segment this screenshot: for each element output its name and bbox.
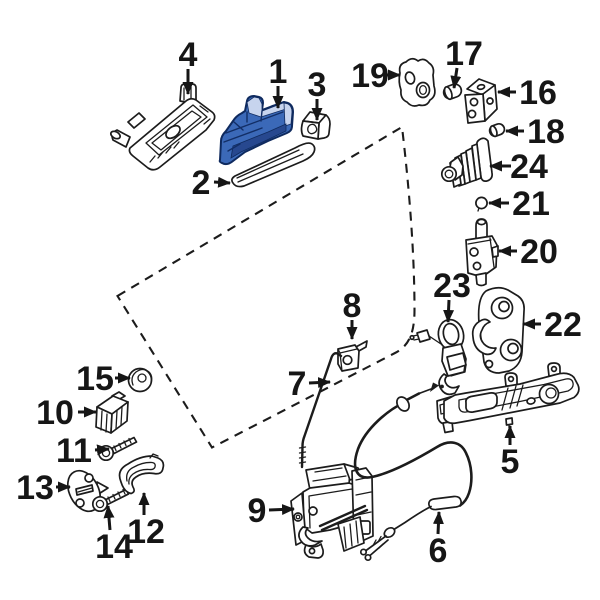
callout-6: 6 (429, 511, 448, 570)
part-17-bushing (442, 83, 463, 101)
callout-18: 18 (505, 113, 565, 151)
callout-21-label: 21 (512, 185, 550, 223)
callout-20: 20 (498, 233, 558, 271)
callout-8-label: 8 (343, 287, 362, 325)
callout-10-label: 10 (36, 394, 74, 432)
callout-24-label: 24 (510, 148, 548, 186)
callout-19: 19 (351, 57, 401, 95)
callout-21: 21 (488, 185, 550, 223)
part-19-lock-plate (398, 57, 436, 107)
part-1-exterior-door-handle-highlighted (218, 95, 294, 166)
callout-3: 3 (308, 66, 327, 121)
callout-4-label: 4 (179, 36, 198, 74)
callout-9-arrow (268, 503, 295, 515)
part-13-lower-striker-plate (66, 469, 109, 513)
callout-2: 2 (192, 164, 231, 202)
callout-1: 1 (269, 53, 288, 109)
callout-12-label: 12 (127, 513, 165, 551)
callout-18-label: 18 (527, 113, 565, 151)
callout-20-label: 20 (520, 233, 558, 271)
callout-23-arrow (443, 299, 455, 323)
part-8-rod-clip (337, 340, 368, 372)
callout-22-label: 22 (544, 306, 582, 344)
callout-24: 24 (489, 148, 548, 186)
part-6-release-cable (353, 382, 473, 562)
callout-6-label: 6 (429, 532, 448, 570)
callout-7-label: 7 (288, 365, 307, 403)
callout-6-arrow (432, 511, 444, 535)
callout-3-label: 3 (308, 66, 327, 104)
callout-17: 17 (445, 35, 483, 89)
callout-12: 12 (127, 492, 165, 551)
callout-23-label: 23 (433, 267, 471, 305)
callout-11-label: 11 (56, 432, 92, 470)
part-4-handle-carrier (109, 83, 216, 171)
part-5-interior-handle-carrier (436, 362, 580, 434)
callout-5-label: 5 (501, 443, 520, 481)
part-24-door-check-strap (440, 137, 493, 188)
part-10-buffer-block (95, 391, 129, 434)
part-20-door-hinge (465, 218, 499, 287)
part-12-hook-cover (118, 453, 165, 495)
callout-16-label: 16 (519, 74, 557, 112)
callout-22: 22 (522, 306, 582, 344)
part-15-grommet (127, 367, 153, 393)
callout-5: 5 (501, 425, 520, 481)
callout-11-arrow (94, 444, 110, 456)
callout-19-label: 19 (351, 57, 389, 95)
callout-10: 10 (36, 394, 97, 432)
part-18-pin-bushing (488, 122, 506, 138)
callout-9-label: 9 (248, 492, 267, 530)
part-23-latch-bracket (409, 318, 467, 396)
callout-7: 7 (288, 365, 331, 403)
callout-8: 8 (343, 287, 362, 340)
callout-17-label: 17 (445, 35, 483, 73)
callout-15: 15 (76, 360, 131, 398)
callout-4: 4 (179, 36, 198, 95)
callout-14-label: 14 (95, 528, 133, 566)
callout-14-arrow (103, 505, 115, 531)
callout-9: 9 (248, 492, 295, 530)
part-9-door-lock-actuator (290, 463, 374, 559)
part-16-hinge-bracket (464, 78, 498, 124)
callout-13: 13 (16, 469, 71, 507)
callout-13-label: 13 (16, 469, 54, 507)
callout-16: 16 (497, 74, 557, 112)
callout-2-arrow (213, 176, 231, 188)
callout-14: 14 (95, 505, 133, 566)
part-21-stop-pin (475, 196, 488, 212)
callout-11: 11 (56, 432, 110, 470)
part-2-handle-gasket (231, 142, 316, 188)
callout-23: 23 (433, 267, 471, 323)
callout-15-label: 15 (76, 360, 114, 398)
callout-1-label: 1 (269, 53, 288, 91)
part-22-striker-plate (471, 286, 525, 374)
callout-17-arrow (450, 67, 462, 89)
callout-2-label: 2 (192, 164, 211, 202)
part-7-lock-rod (298, 352, 343, 469)
callout-7-arrow (308, 377, 331, 389)
